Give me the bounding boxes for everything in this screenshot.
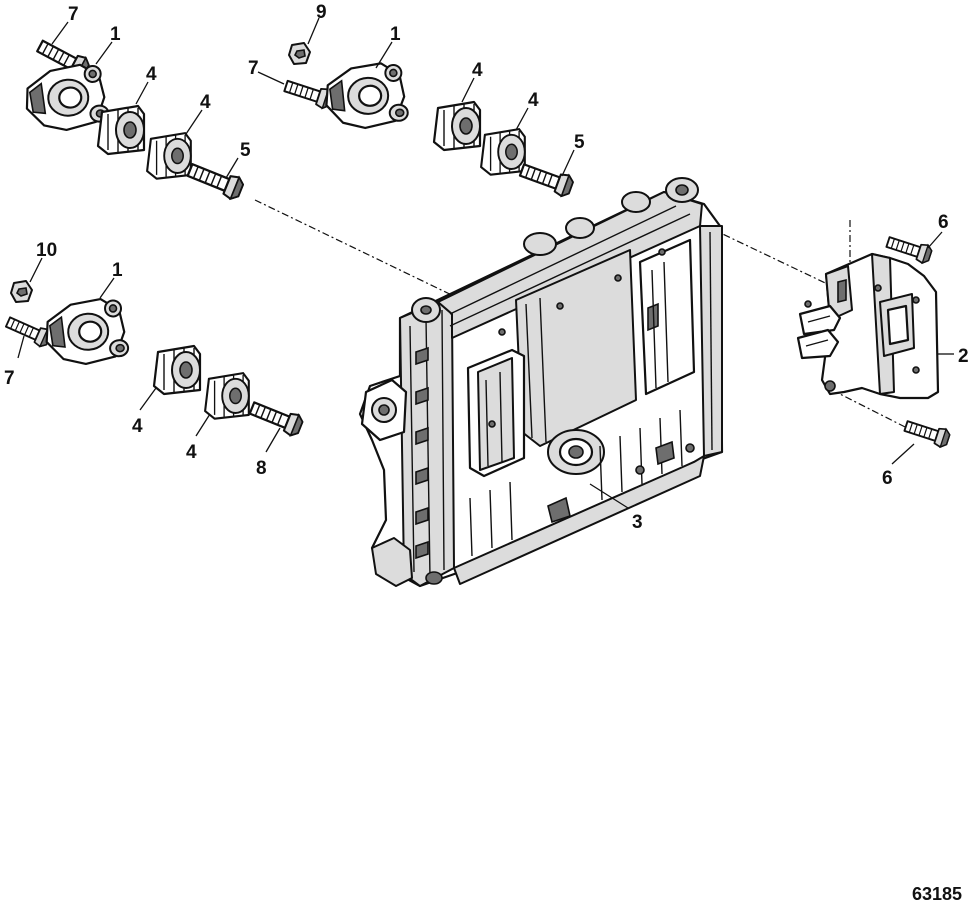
- callout-2: 2: [958, 346, 969, 367]
- leader-lines: [17, 17, 954, 509]
- centerline-upper-right: [709, 227, 841, 291]
- bracket-1-upper-left: [23, 61, 111, 134]
- ecm-module-3: [358, 177, 724, 588]
- nut-9: [288, 42, 311, 65]
- callout-4-upper-left-b: 4: [200, 92, 211, 113]
- bolt-5-upper-left: [184, 158, 247, 203]
- bushing-4-lower-left-b: [204, 372, 250, 420]
- callout-1-upper-left: 1: [110, 24, 121, 45]
- callout-4-upper-middle-b: 4: [528, 90, 539, 111]
- bushing-4-lower-left-a: [152, 344, 202, 396]
- figure-number: 63185: [912, 884, 962, 904]
- callout-4-lower-left-a: 4: [132, 416, 143, 437]
- bushing-4-upper-middle-b: [480, 128, 526, 176]
- callout-3: 3: [632, 512, 643, 533]
- callout-6-upper: 6: [938, 212, 949, 233]
- nut-10: [10, 280, 33, 303]
- callout-9: 9: [316, 2, 327, 23]
- bracket-1-upper-middle: [323, 61, 410, 131]
- callout-7-lower-left: 7: [4, 368, 15, 389]
- callout-4-upper-left-a: 4: [146, 64, 157, 85]
- callout-10: 10: [36, 240, 57, 261]
- callout-1-lower-left: 1: [112, 260, 123, 281]
- bracket-1-lower-left: [43, 296, 130, 368]
- callout-4-lower-left-b: 4: [186, 442, 197, 463]
- centerline-upper-left: [254, 199, 463, 301]
- callout-8: 8: [256, 458, 267, 479]
- bolt-6-lower: [902, 416, 952, 450]
- bolt-7-lower-left: [3, 312, 54, 350]
- callout-1-upper-middle: 1: [390, 24, 401, 45]
- bushing-4-upper-left-a: [96, 104, 146, 156]
- centerline-lower-right: [831, 389, 916, 433]
- callout-7-upper-left: 7: [68, 4, 79, 25]
- bushing-4-upper-left-b: [146, 132, 192, 180]
- bushing-4-upper-middle-a: [432, 100, 482, 152]
- callout-4-upper-middle-a: 4: [472, 60, 483, 81]
- mounting-plate-2: [796, 252, 940, 400]
- callout-7-upper-middle: 7: [248, 58, 259, 79]
- callout-6-lower: 6: [882, 468, 893, 489]
- callout-5-upper-middle: 5: [574, 132, 585, 153]
- bolt-8: [246, 396, 306, 439]
- callout-5-upper-left: 5: [240, 140, 251, 161]
